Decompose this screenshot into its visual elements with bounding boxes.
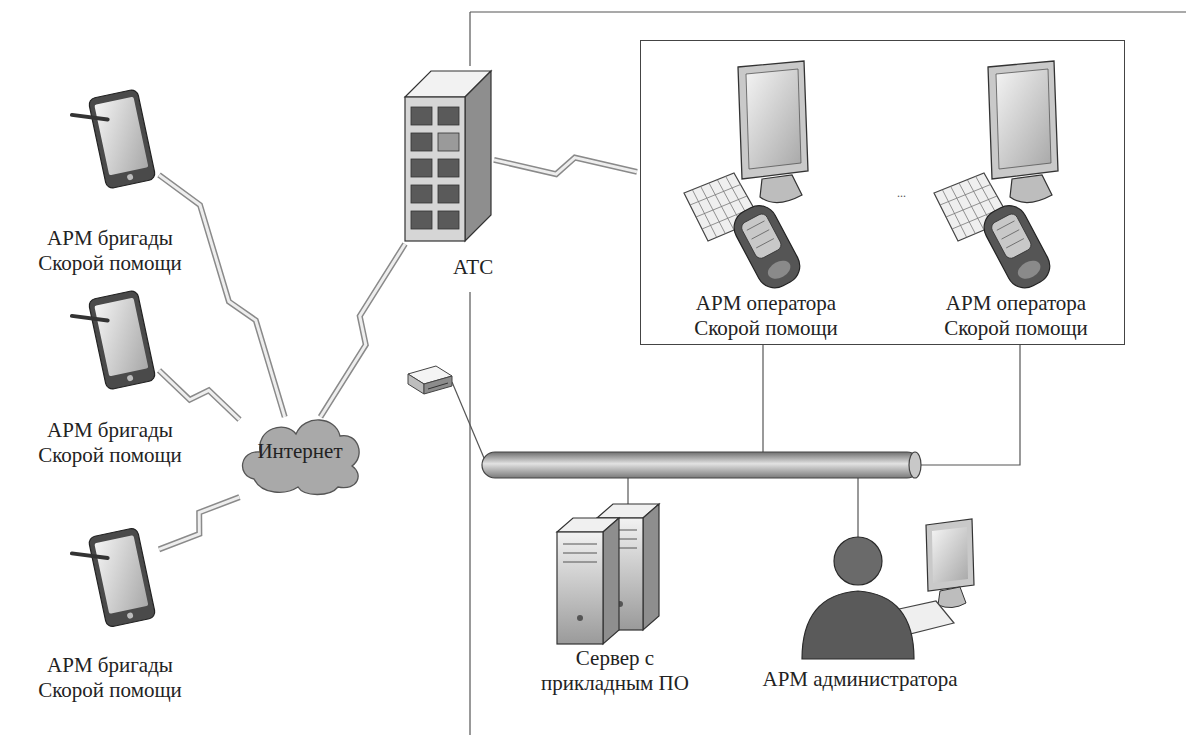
workstation-set	[684, 61, 808, 291]
node-label: АТС	[395, 255, 505, 280]
link-core	[159, 370, 239, 419]
link-outline	[159, 370, 239, 419]
link-core	[494, 158, 637, 174]
internet-cloud: Интернет	[240, 410, 360, 495]
tablet-icon	[25, 48, 195, 226]
operator-workstation: АРМ оператора Скорой помощи	[926, 59, 1106, 341]
lan-bus	[482, 452, 921, 478]
lightning-link	[159, 370, 239, 419]
admin-set	[802, 519, 974, 659]
cloud-label: Интернет	[240, 410, 360, 464]
link-core	[159, 175, 285, 417]
link-outline	[159, 497, 239, 549]
lightning-link	[159, 497, 239, 549]
pbx-station: АТС	[395, 55, 505, 280]
lightning-link	[159, 175, 285, 417]
stylus	[72, 108, 108, 127]
link-outline	[494, 158, 637, 174]
tablet-icon	[25, 258, 195, 418]
router-icon	[408, 366, 452, 394]
atc-icon	[395, 55, 505, 255]
node-label: Сервер с прикладным ПО	[535, 646, 695, 696]
workstation-set	[934, 61, 1058, 291]
stylus	[72, 309, 108, 328]
lightning-link	[320, 244, 405, 417]
ellipsis-mark: ...	[897, 186, 906, 201]
op-icon	[676, 59, 856, 291]
node-label: АРМ бригады Скорой помощи	[25, 226, 195, 276]
admin-workstation: АРМ администратора	[740, 455, 980, 692]
phone	[728, 199, 806, 291]
pbx-cabinet	[405, 71, 491, 241]
person-head	[834, 537, 882, 585]
tablet-icon	[25, 498, 195, 653]
node-label: АРМ бригады Скорой помощи	[25, 418, 195, 468]
person-body	[802, 591, 914, 659]
link-outline	[320, 244, 405, 417]
tablet-body	[69, 527, 156, 631]
link-core	[159, 497, 239, 549]
tablet-body	[69, 89, 156, 193]
ambulance-tablet: АРМ бригады Скорой помощи	[25, 258, 195, 468]
ambulance-tablet: АРМ бригады Скорой помощи	[25, 498, 195, 703]
operator-workstation: АРМ оператора Скорой помощи	[676, 59, 856, 341]
ambulance-tablet: АРМ бригады Скорой помощи	[25, 48, 195, 276]
node-label: АРМ оператора Скорой помощи	[926, 291, 1106, 341]
tablet-body	[69, 290, 156, 394]
adm-icon	[740, 455, 980, 667]
lightning-link	[494, 158, 637, 174]
zone-boundary	[470, 12, 1186, 735]
link-outline	[159, 175, 285, 417]
link-core	[320, 244, 405, 417]
phone	[978, 199, 1056, 291]
node-label: АРМ бригады Скорой помощи	[25, 653, 195, 703]
stylus	[72, 546, 108, 565]
srv-icon	[535, 478, 695, 646]
operators-box: АРМ оператора Скорой помощи АРМ оператора…	[640, 40, 1125, 345]
node-label: АРМ администратора	[740, 667, 980, 692]
lan-wires	[452, 345, 1020, 537]
node-label: АРМ оператора Скорой помощи	[676, 291, 856, 341]
server-pair	[557, 504, 659, 644]
op-icon	[926, 59, 1106, 291]
app-server: Сервер с прикладным ПО	[535, 478, 695, 696]
